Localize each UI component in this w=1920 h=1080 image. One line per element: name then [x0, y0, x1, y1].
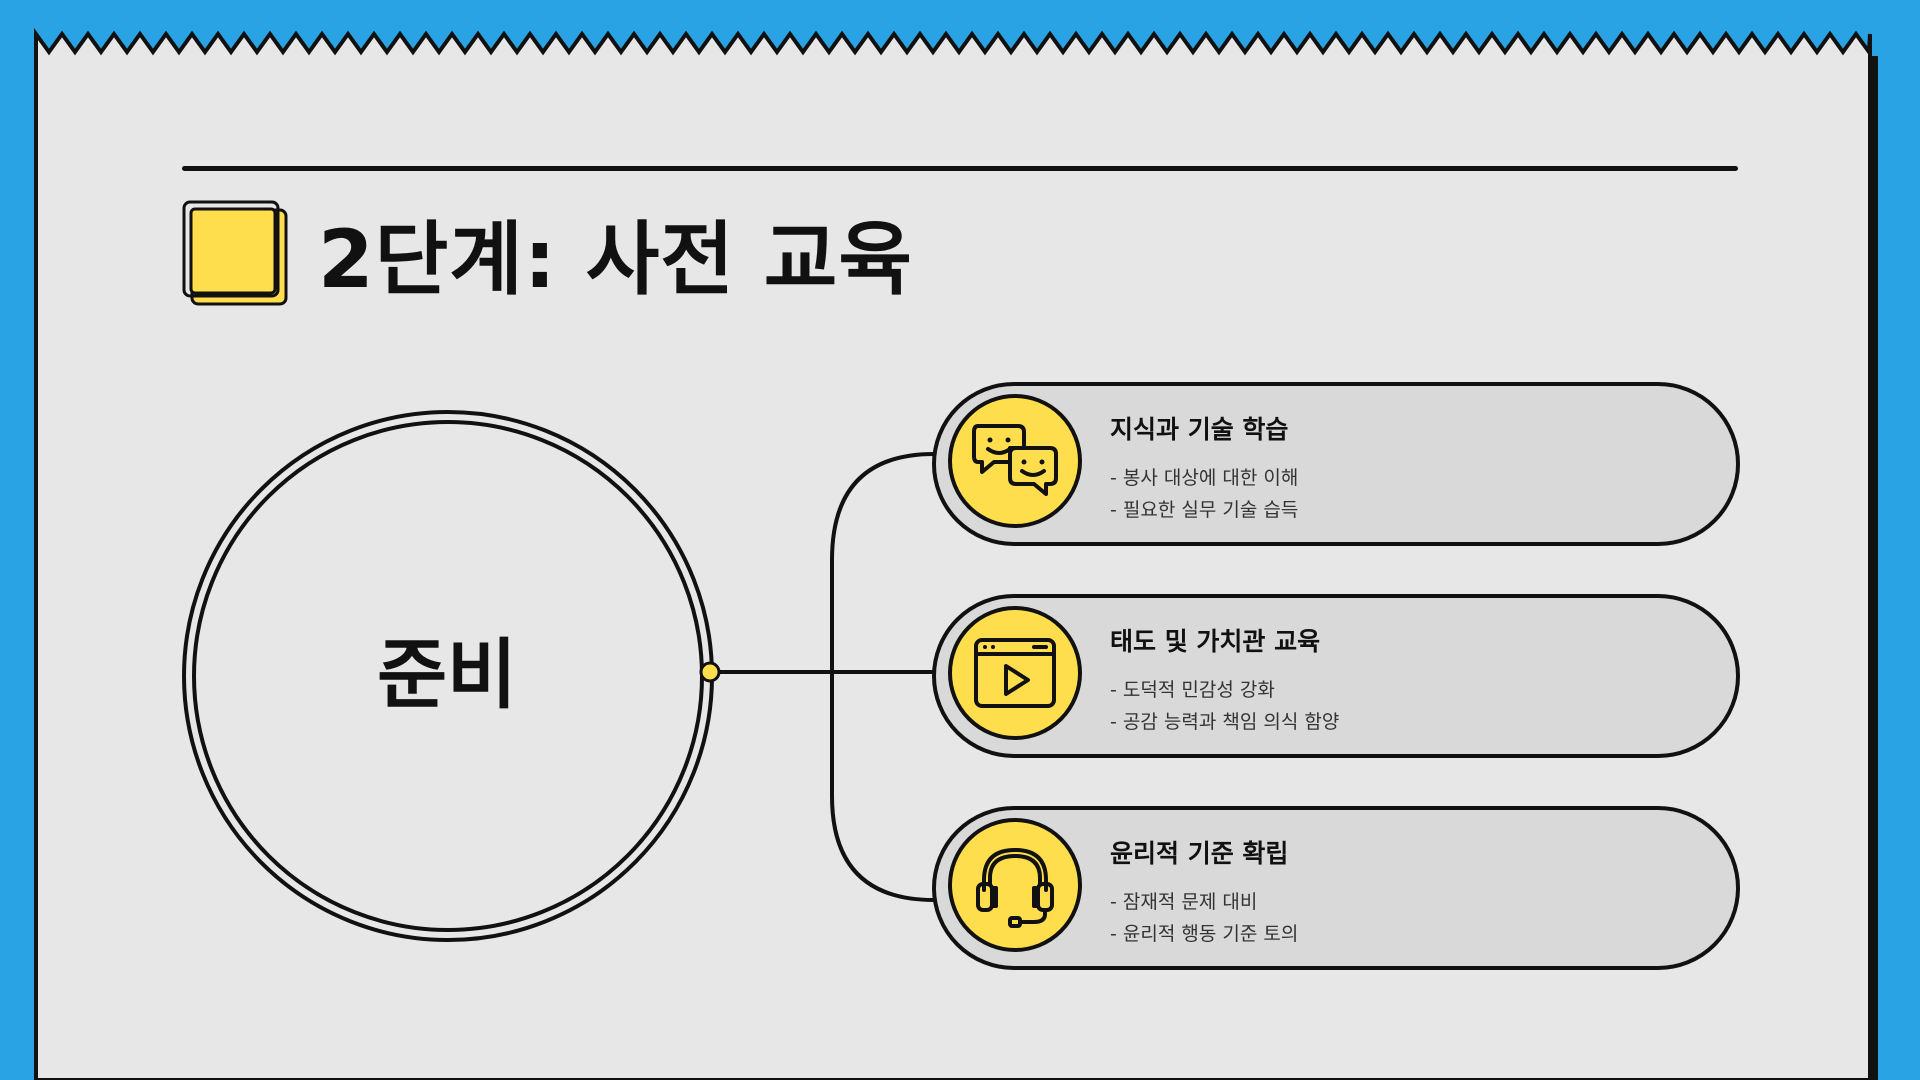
center-label: 준비 — [377, 630, 517, 719]
item-knowledge-skills: 지식과 기술 학습 - 봉사 대상에 대한 이해 - 필요한 실무 기술 습득 — [932, 382, 1740, 546]
connector-branch — [830, 452, 935, 902]
item-icon-circle — [948, 818, 1082, 952]
connector-node — [699, 661, 721, 683]
page-title: 2단계: 사전 교육 — [318, 213, 913, 306]
video-player-icon — [974, 638, 1056, 708]
item-ethical-standards: 윤리적 기준 확립 - 잠재적 문제 대비 - 윤리적 행동 기준 토의 — [932, 806, 1740, 970]
item-bullets: - 도덕적 민감성 강화 - 공감 능력과 책임 의식 함양 — [1110, 674, 1339, 738]
item-bullets: - 봉사 대상에 대한 이해 - 필요한 실무 기술 습득 — [1110, 462, 1298, 526]
bullet-text: - 잠재적 문제 대비 — [1110, 891, 1258, 913]
bullet-text: - 필요한 실무 기술 습득 — [1110, 499, 1299, 521]
chat-bubbles-icon — [972, 424, 1058, 496]
title-rule — [182, 166, 1738, 171]
item-icon-circle — [948, 606, 1082, 740]
item-title: 태도 및 가치관 교육 — [1110, 627, 1321, 656]
square-icon — [182, 200, 288, 306]
item-title: 지식과 기술 학습 — [1110, 415, 1289, 444]
item-icon-circle — [948, 394, 1082, 528]
bullet-text: - 공감 능력과 책임 의식 함양 — [1110, 711, 1340, 733]
item-title: 윤리적 기준 확립 — [1110, 839, 1289, 868]
bullet-text: - 도덕적 민감성 강화 — [1110, 679, 1275, 701]
bullet-text: - 봉사 대상에 대한 이해 — [1110, 467, 1299, 489]
item-attitude-values: 태도 및 가치관 교육 - 도덕적 민감성 강화 - 공감 능력과 책임 의식 … — [932, 594, 1740, 758]
bullet-text: - 윤리적 행동 기준 토의 — [1110, 923, 1299, 945]
headset-icon — [976, 848, 1054, 928]
item-bullets: - 잠재적 문제 대비 - 윤리적 행동 기준 토의 — [1110, 886, 1298, 950]
